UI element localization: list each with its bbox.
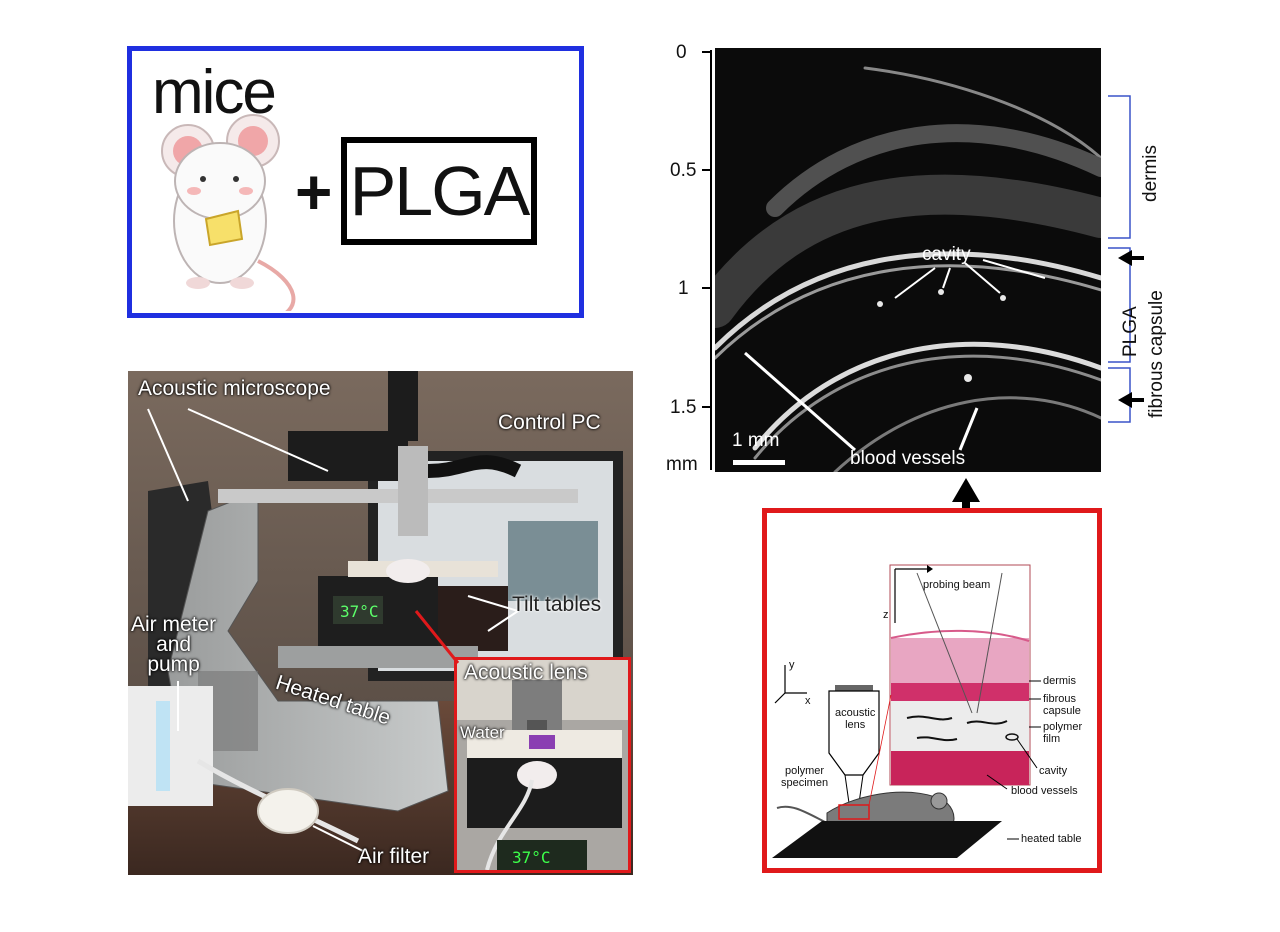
label-x-axis: x bbox=[805, 695, 811, 707]
label-heated-table: heated table bbox=[1021, 833, 1082, 845]
label-acoustic-microscope: Acoustic microscope bbox=[138, 377, 331, 400]
label-blood-vessels: blood vessels bbox=[1011, 785, 1078, 797]
layer-brackets bbox=[1108, 95, 1144, 423]
schematic-panel: probing beam z y x acoustic lens polymer… bbox=[762, 508, 1102, 873]
label-polymer-specimen: polymer specimen bbox=[781, 765, 829, 789]
y-tick-1: 1 bbox=[678, 278, 689, 299]
scale-bar-label: 1 mm bbox=[732, 430, 780, 451]
y-unit: mm bbox=[666, 454, 698, 475]
schematic-diagram bbox=[772, 564, 1041, 858]
label-water: Water bbox=[460, 723, 505, 742]
ultrasound-image bbox=[715, 48, 1101, 472]
label-dermis: dermis bbox=[1043, 675, 1077, 687]
plga-label: PLGA bbox=[349, 152, 531, 230]
y-tick-0: 0 bbox=[676, 42, 687, 63]
label-blood-vessels: blood vessels bbox=[850, 448, 966, 469]
label-dermis: dermis bbox=[1140, 144, 1161, 202]
label-plga: PLGA bbox=[1120, 306, 1141, 357]
label-polymer-film: polymer film bbox=[1043, 721, 1083, 745]
svg-text:37°C: 37°C bbox=[340, 602, 379, 621]
label-y-axis: y bbox=[789, 659, 795, 671]
label-acoustic-lens: acoustic lens bbox=[835, 707, 876, 731]
ultrasound-image-panel: 0 0.5 1 1.5 mm cavity blood vessels bbox=[660, 40, 1170, 480]
depth-axis bbox=[702, 50, 712, 470]
label-tilt-tables: Tilt tables bbox=[512, 593, 602, 616]
svg-text:37°C: 37°C bbox=[512, 848, 551, 867]
label-control-pc: Control PC bbox=[498, 411, 601, 434]
label-air-meter: Air meter and pump bbox=[131, 613, 217, 676]
label-fibrous-capsule: fibrous capsule bbox=[1043, 693, 1081, 717]
label-air-filter: Air filter bbox=[358, 845, 430, 868]
label-cavity: cavity bbox=[922, 244, 971, 265]
mouse-illustration bbox=[161, 114, 296, 311]
label-z-axis: z bbox=[883, 609, 889, 621]
mice-plga-panel: mice + PLGA bbox=[127, 46, 584, 318]
label-fibrous-capsule: fibrous capsule bbox=[1146, 290, 1167, 418]
label-cavity: cavity bbox=[1039, 765, 1068, 777]
inset-photo: 37°C bbox=[457, 660, 628, 870]
label-probing-beam: probing beam bbox=[923, 579, 991, 591]
label-acoustic-lens: Acoustic lens bbox=[464, 661, 588, 684]
setup-photo-panel: 37°C 37°C bbox=[128, 371, 633, 875]
y-tick-0-5: 0.5 bbox=[670, 160, 697, 181]
plga-box: PLGA bbox=[341, 137, 537, 245]
y-tick-1-5: 1.5 bbox=[670, 397, 697, 418]
acoustic-lens-inset: 37°C bbox=[454, 657, 631, 873]
plus-sign: + bbox=[295, 156, 333, 228]
